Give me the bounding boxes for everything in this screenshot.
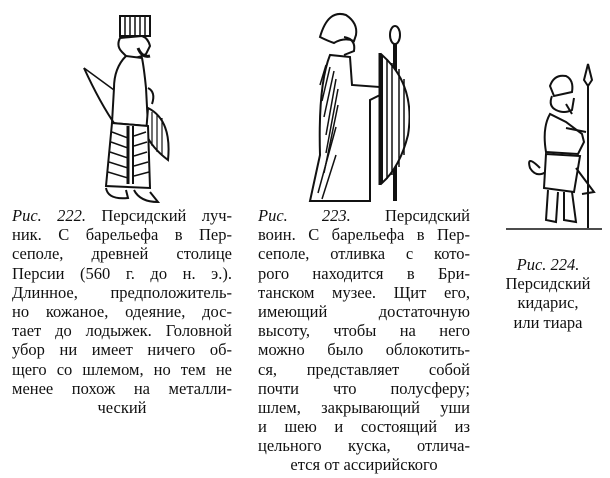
- figure-222-caption: Рис. 222. Персидский луч- ник. С барелье…: [12, 206, 232, 417]
- caption-line: менее похож на металли-: [12, 378, 232, 398]
- caption-line: имеющий достаточную: [258, 301, 470, 321]
- figure-label: Рис. 222.: [12, 206, 86, 225]
- caption-line: рого находится в Бри-: [258, 263, 470, 283]
- caption-line: сеполе, древней столице: [12, 244, 232, 264]
- caption-line: тает до лодыжек. Головной: [12, 321, 232, 341]
- caption-line: Рис. 222. Персидский луч-: [12, 206, 232, 225]
- figure-224-caption: Рис. 224. Персидский кидарис, или тиара: [494, 255, 602, 332]
- caption-line: убор ни имеет ничего об-: [12, 340, 232, 360]
- caption-line: ется от ассирийского: [290, 455, 438, 475]
- caption-line: щего со шлемом, но тем не: [12, 359, 232, 379]
- caption-line: можно было облокотить-: [258, 340, 470, 360]
- caption-line: цельного куска, отлича-: [258, 436, 470, 456]
- figure-223-caption: Рис. 223. Персидский воин. С барельефа в…: [258, 206, 470, 475]
- caption-line: воин. С барельефа в Пер-: [258, 225, 470, 245]
- caption-line: но кожаное, одеяние, дос-: [12, 301, 232, 321]
- caption-line: сеполе, отливка с кото-: [258, 244, 470, 264]
- figure-label: Рис. 224.: [516, 255, 580, 274]
- caption-line: танском музее. Щит его,: [258, 282, 470, 302]
- caption-line: кидарис,: [517, 293, 579, 313]
- caption-line: ник. С барельефа в Пер-: [12, 225, 232, 245]
- caption-line: высоту, чтобы на него: [258, 321, 470, 341]
- caption-line: ческий: [97, 397, 147, 417]
- persian-kidaris-icon: [506, 63, 602, 230]
- caption-line: почти что полусферу;: [258, 378, 470, 398]
- caption-line: Персии (560 г. до н. э.).: [12, 263, 232, 283]
- figure-223-illustration: [300, 5, 410, 205]
- caption-line: и шею и состоящий из: [258, 417, 470, 437]
- persian-archer-icon: [83, 15, 170, 203]
- caption-line: шлем, закрывающий уши: [258, 397, 470, 417]
- caption-line: Рис. 223. Персидский: [258, 206, 471, 225]
- caption-line: ся, представляет собой: [258, 359, 470, 379]
- caption-line: Длинное, предположитель-: [12, 282, 232, 302]
- figure-224-illustration: [504, 62, 604, 234]
- persian-warrior-icon: [308, 13, 410, 202]
- figure-222-illustration: [70, 8, 210, 203]
- caption-line: или тиара: [513, 312, 583, 332]
- caption-line: Персидский: [505, 274, 591, 294]
- figure-label: Рис. 223.: [258, 206, 351, 225]
